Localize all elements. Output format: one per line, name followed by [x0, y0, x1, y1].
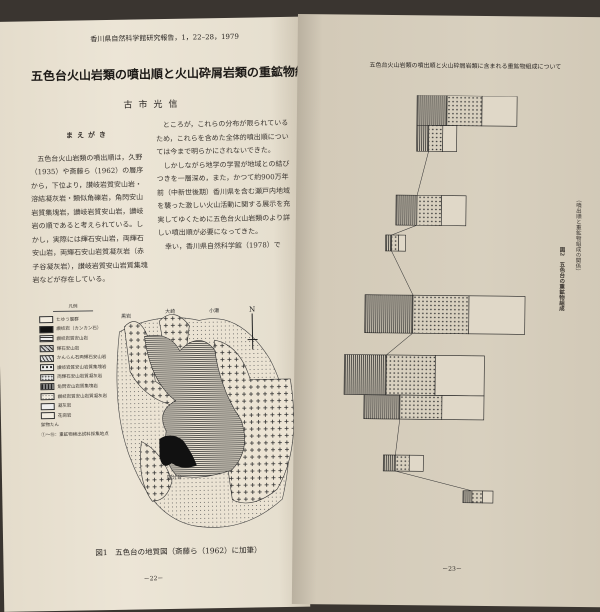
geologic-map: 黒岩 大崎 小瀬 国分台 N	[99, 299, 303, 542]
right-page: 五色台火山岩類の噴出順と火山砕屑岩類に含まれる重鉱物組成について 図2 五色台の…	[292, 14, 600, 607]
column-1: まえがき 五色台火山岩類の噴出順は，久野（1935）や斎藤ら（1962）の層序か…	[30, 127, 149, 288]
correlation-line	[395, 419, 399, 455]
correlation-line	[391, 251, 413, 295]
legend-swatch	[41, 403, 55, 410]
paragraph: 幸い，香川県自然科学館（1978）で	[158, 238, 294, 254]
legend-label: 花崗岩	[58, 412, 72, 418]
legend-swatch	[40, 345, 54, 352]
legend-swatch	[39, 316, 53, 323]
map-label: 国分台	[167, 474, 182, 481]
strat-column	[396, 195, 466, 226]
correlation-line	[386, 333, 412, 355]
running-header: 五色台火山岩類の噴出順と火山砕屑岩類に含まれる重鉱物組成について	[369, 60, 561, 71]
left-page: 香川県自然科学館研究報告，1，22–28，1979 五色台火山岩類の噴出順と火山…	[0, 17, 310, 612]
legend-label: 両輝石安山岩質凝灰岩	[57, 374, 102, 381]
legend-swatch	[39, 326, 53, 333]
running-header: 香川県自然科学館研究報告，1，22–28，1979	[90, 32, 239, 45]
legend-swatch	[40, 364, 54, 371]
legend-label: 輝石安山岩	[57, 345, 80, 351]
north-arrow-icon	[252, 314, 253, 350]
figure-caption: 図1 五色台の地質図（斎藤ら（1962）に加筆）	[95, 544, 262, 558]
strat-column	[386, 235, 406, 251]
strat-column	[364, 395, 484, 420]
map-label: 小瀬	[209, 307, 219, 314]
strat-column	[365, 295, 525, 335]
legend-swatch	[41, 412, 55, 419]
legend-title: 凡例	[53, 303, 93, 312]
legend-swatch	[39, 335, 53, 342]
strat-column	[344, 355, 484, 396]
paragraph: 五色台火山岩類の噴出順は，久野（1935）や斎藤ら（1962）の層序から，下位よ…	[30, 151, 148, 288]
legend-label: 凝灰岩	[58, 403, 72, 409]
column-2: ところが，これらの分布が限られているため，これらを含めた全体的噴出順については今…	[156, 117, 294, 254]
strat-column	[383, 455, 423, 471]
correlation-line	[395, 471, 472, 491]
north-label: N	[249, 305, 255, 313]
author: 古市光信	[123, 97, 183, 111]
correlation-line	[417, 151, 428, 195]
strat-column	[417, 125, 457, 151]
legend-label: たゆう層群	[56, 316, 79, 322]
legend-swatch	[40, 393, 54, 400]
strat-column	[463, 491, 493, 503]
legend-swatch	[40, 374, 54, 381]
paragraph: ところが，これらの分布が限られているため，これらを含めた全体的噴出順については今…	[156, 117, 293, 160]
page-number: －23－	[442, 564, 462, 573]
legend-swatch	[40, 355, 54, 362]
page-number: －22－	[144, 573, 164, 582]
strat-column	[417, 95, 517, 126]
legend-label: 讃岐岩質安山岩	[56, 335, 88, 342]
legend-swatch	[40, 383, 54, 390]
legend-label: ①〜⑩：重鉱物検出試料採集地点	[41, 431, 109, 438]
stratigraphic-correlation-diagram	[323, 94, 547, 516]
map-label: 黒岩	[121, 313, 131, 320]
paragraph: しかしながら地学の学習が地域との結びつきを一層深め，また，かつて約900万年前（…	[156, 157, 293, 240]
correlation-line	[392, 225, 417, 235]
legend-label: 讃岐岩（カンカン石）	[56, 326, 101, 333]
legend-label: 鉱物たん	[41, 422, 59, 428]
figure-subcaption: （噴出順と重鉱物組成の関係）	[573, 197, 582, 274]
section-heading: まえがき	[30, 127, 146, 143]
map-label: 大崎	[165, 308, 175, 315]
legend-label: 角閃安山岩質集塊岩	[57, 383, 98, 390]
figure-caption: 図2 五色台の重鉱物組成	[557, 247, 566, 311]
